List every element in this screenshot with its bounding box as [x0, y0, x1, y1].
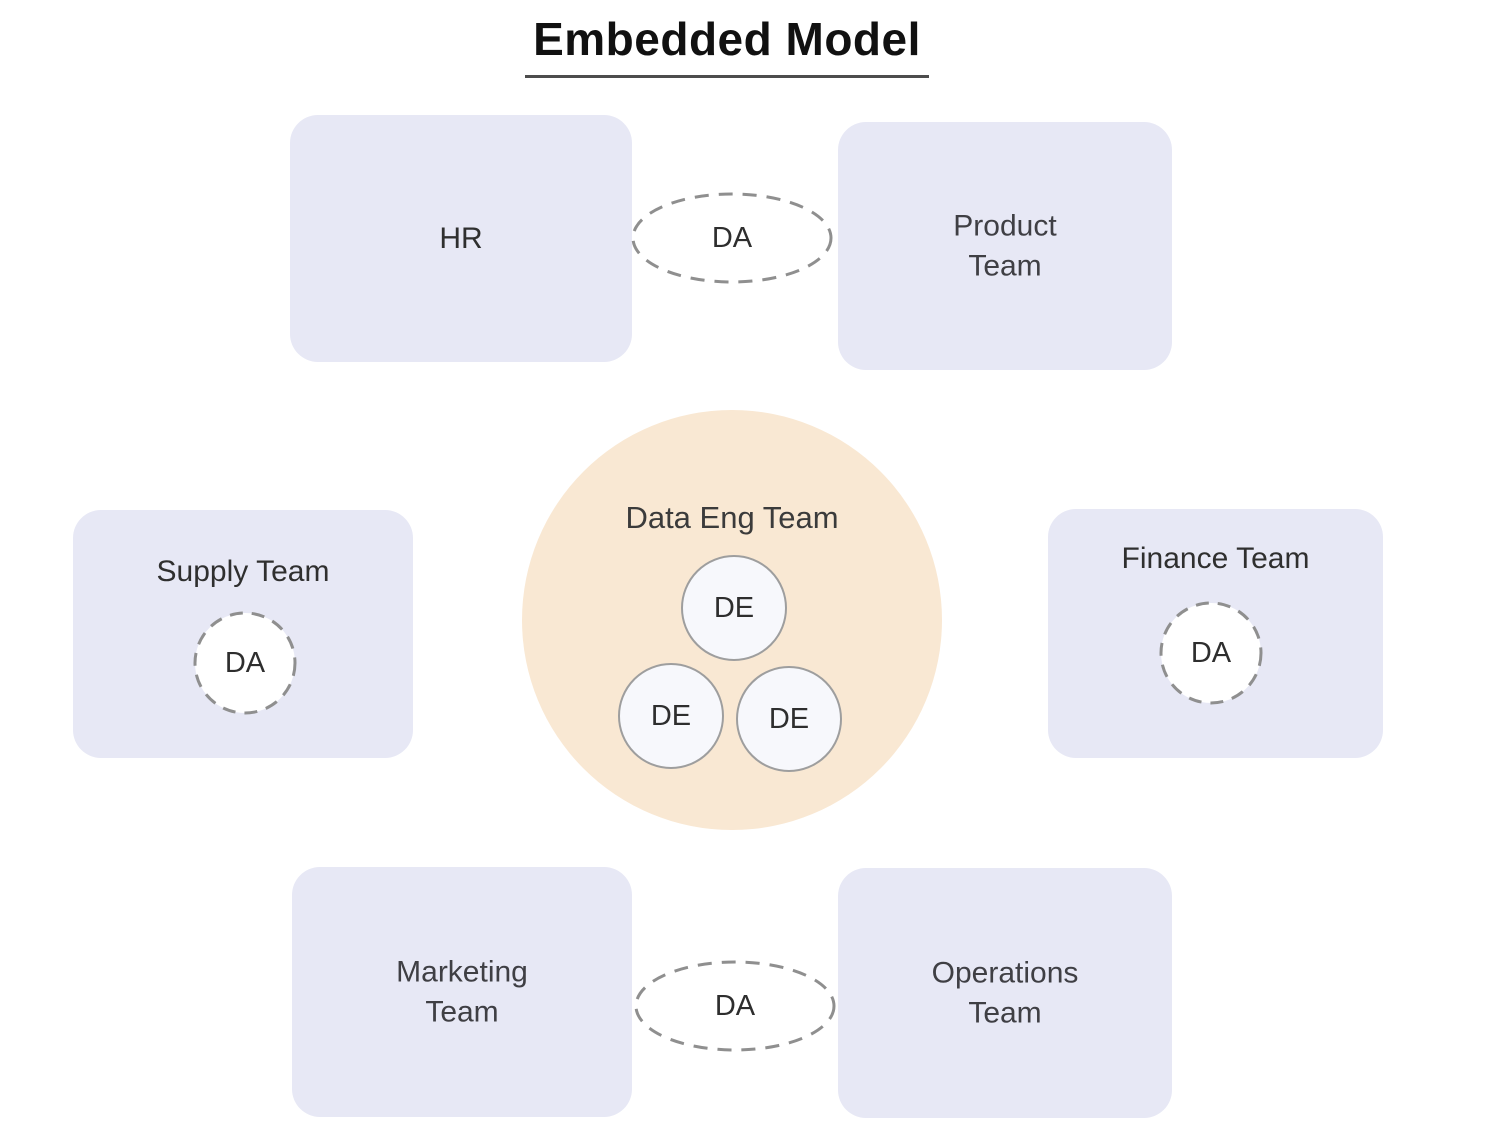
data-analyst-circle-finance: DA [1159, 601, 1263, 705]
data-analyst-label: DA [224, 646, 266, 679]
team-box-operations: Operations Team [838, 868, 1172, 1118]
title-container: Embedded Model [0, 12, 1454, 78]
data-engineer-circle: DE [736, 666, 842, 772]
team-label-finance: Finance Team [1121, 542, 1310, 575]
diagram-title: Embedded Model [525, 12, 929, 78]
team-label-product: Product Team [953, 209, 1057, 282]
data-analyst-circle-supply: DA [193, 611, 297, 715]
team-box-supply: Supply Team DA [73, 510, 413, 758]
team-box-product: Product Team [838, 122, 1172, 370]
team-label-supply: Supply Team [156, 555, 330, 588]
data-analyst-label: DA [711, 221, 753, 254]
team-label-operations: Operations Team [931, 956, 1079, 1029]
dashed-circle-icon [1159, 601, 1263, 705]
data-analyst-label: DA [1190, 636, 1232, 669]
dashed-ellipse-icon [634, 960, 836, 1052]
data-analyst-ellipse-top: DA [630, 191, 834, 285]
dashed-ellipse-icon [631, 192, 833, 284]
data-eng-team-label: Data Eng Team [625, 500, 839, 535]
data-analyst-ellipse-bottom: DA [633, 959, 837, 1053]
data-engineer-circle: DE [681, 555, 787, 661]
dashed-circle-icon [193, 611, 297, 715]
data-eng-team-circle: Data Eng Team DE DE DE [522, 410, 942, 830]
data-engineer-circle: DE [618, 663, 724, 769]
team-box-finance: Finance Team DA [1048, 509, 1383, 758]
team-label-hr: HR [439, 221, 483, 255]
team-box-hr: HR [290, 115, 632, 362]
team-box-marketing: Marketing Team [292, 867, 632, 1117]
team-label-marketing: Marketing Team [396, 955, 528, 1028]
data-analyst-label: DA [714, 989, 756, 1022]
